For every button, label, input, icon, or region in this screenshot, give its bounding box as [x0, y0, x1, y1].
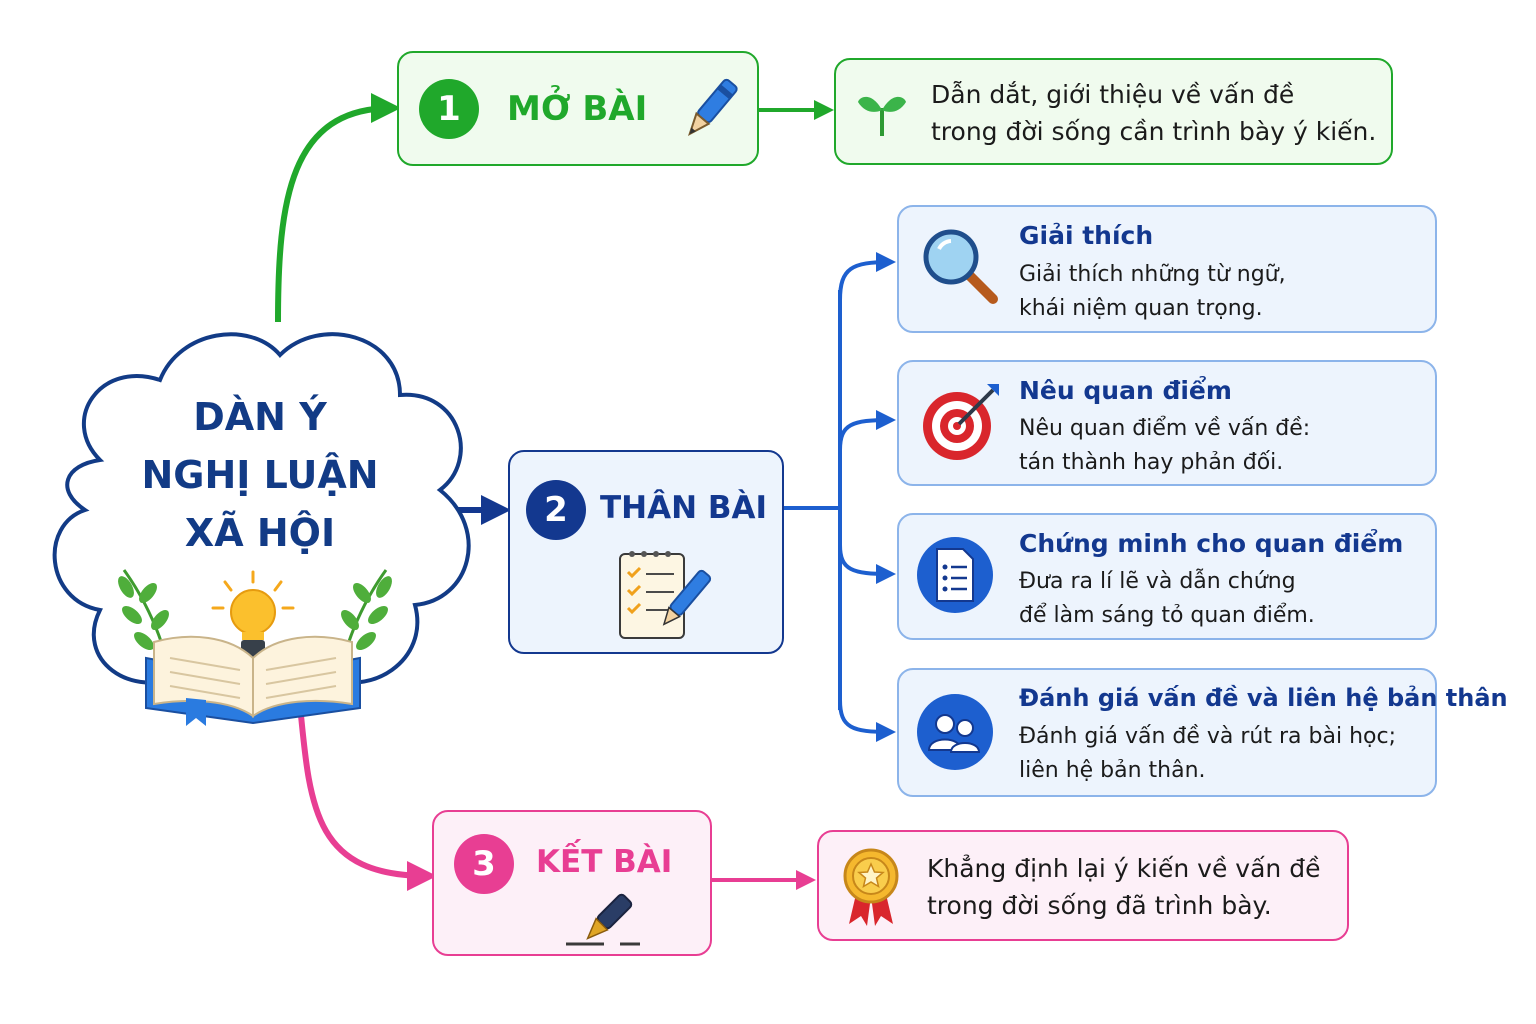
detail-line: trong đời sống đã trình bày.	[927, 891, 1272, 920]
central-cloud-shape	[52, 332, 471, 707]
pen-icon	[687, 78, 738, 137]
laurel-branch-icon	[341, 569, 392, 661]
section-label: THÂN BÀI	[600, 490, 767, 526]
connector-branch-chung-minh	[838, 544, 896, 584]
center-title: DÀN Ý NGHỊ LUẬN XÃ HỘI	[110, 388, 410, 562]
sprout-icon	[858, 96, 906, 136]
ket-bai-detail-text: Khẳng định lại ý kiến về vấn đề trong đờ…	[927, 850, 1320, 924]
document-list-icon	[917, 537, 993, 613]
mo-bai-detail-card: Dẫn dắt, giới thiệu về vấn đề trong đời …	[834, 58, 1393, 165]
center-title-line: DÀN Ý	[193, 395, 327, 439]
item-line: để làm sáng tỏ quan điểm.	[1019, 603, 1315, 628]
detail-line: Khẳng định lại ý kiến về vấn đề	[927, 854, 1321, 883]
connector-branch-danh-gia	[838, 699, 896, 742]
section-mo-bai[interactable]: 1 MỞ BÀI	[397, 51, 759, 166]
item-title: Chứng minh cho quan điểm	[1019, 529, 1404, 558]
checklist-clipboard-icon	[619, 551, 712, 639]
item-line: Đánh giá vấn đề và rút ra bài học;	[1019, 724, 1396, 749]
connector-center-to-ket-bai	[297, 704, 437, 891]
item-line: khái niệm quan trọng.	[1019, 296, 1263, 321]
item-line: tán thành hay phản đối.	[1019, 450, 1284, 475]
connector-branch-giai-thich	[838, 252, 896, 301]
than-bai-item-danh-gia[interactable]: Đánh giá vấn đề và liên hệ bản thân Đánh…	[897, 668, 1508, 797]
item-line: liên hệ bản thân.	[1019, 758, 1206, 783]
item-title: Giải thích	[1019, 221, 1154, 250]
people-icon	[917, 694, 993, 770]
fountain-pen-icon	[566, 893, 640, 946]
detail-line: trong đời sống cần trình bày ý kiến.	[931, 117, 1377, 146]
item-line: Nêu quan điểm về vấn đề:	[1019, 416, 1311, 441]
item-description: Đưa ra lí lẽ và dẫn chứng để làm sáng tỏ…	[1019, 565, 1315, 633]
magnifier-icon	[923, 229, 998, 304]
connector-center-to-mo-bai	[275, 93, 401, 323]
section-than-bai[interactable]: 2 THÂN BÀI	[508, 450, 784, 654]
item-line: Đưa ra lí lẽ và dẫn chứng	[1019, 569, 1296, 594]
than-bai-item-neu-quan-diem[interactable]: Nêu quan điểm Nêu quan điểm về vấn đề: t…	[897, 360, 1437, 486]
item-title: Đánh giá vấn đề và liên hệ bản thân	[1019, 684, 1508, 712]
detail-line: Dẫn dắt, giới thiệu về vấn đề	[931, 80, 1295, 109]
mo-bai-detail-text: Dẫn dắt, giới thiệu về vấn đề trong đời …	[931, 76, 1376, 150]
center-title-line: NGHỊ LUẬN	[141, 453, 379, 497]
center-title-line: XÃ HỘI	[184, 511, 336, 555]
than-bai-item-chung-minh[interactable]: Chứng minh cho quan điểm Đưa ra lí lẽ và…	[897, 513, 1437, 640]
target-icon	[923, 384, 999, 460]
open-book-icon	[145, 635, 361, 726]
item-line: Giải thích những từ ngữ,	[1019, 262, 1286, 287]
section-number-badge: 2	[526, 480, 586, 540]
section-number-badge: 3	[454, 834, 514, 894]
section-label: MỞ BÀI	[507, 89, 648, 129]
item-title: Nêu quan điểm	[1019, 376, 1232, 405]
connector-branch-neu-quan-diem	[838, 410, 896, 451]
item-description: Nêu quan điểm về vấn đề: tán thành hay p…	[1019, 412, 1310, 480]
than-bai-item-giai-thich[interactable]: Giải thích Giải thích những từ ngữ, khái…	[897, 205, 1437, 333]
section-ket-bai[interactable]: 3 KẾT BÀI	[432, 810, 712, 956]
ket-bai-detail-card: Khẳng định lại ý kiến về vấn đề trong đờ…	[817, 830, 1349, 941]
connector-than-bai-trunk	[784, 290, 842, 710]
section-label: KẾT BÀI	[536, 844, 673, 880]
section-number-badge: 1	[419, 79, 479, 139]
item-description: Giải thích những từ ngữ, khái niệm quan …	[1019, 258, 1286, 326]
medal-icon	[843, 848, 899, 926]
item-description: Đánh giá vấn đề và rút ra bài học; liên …	[1019, 720, 1396, 788]
lightbulb-icon	[211, 570, 295, 662]
